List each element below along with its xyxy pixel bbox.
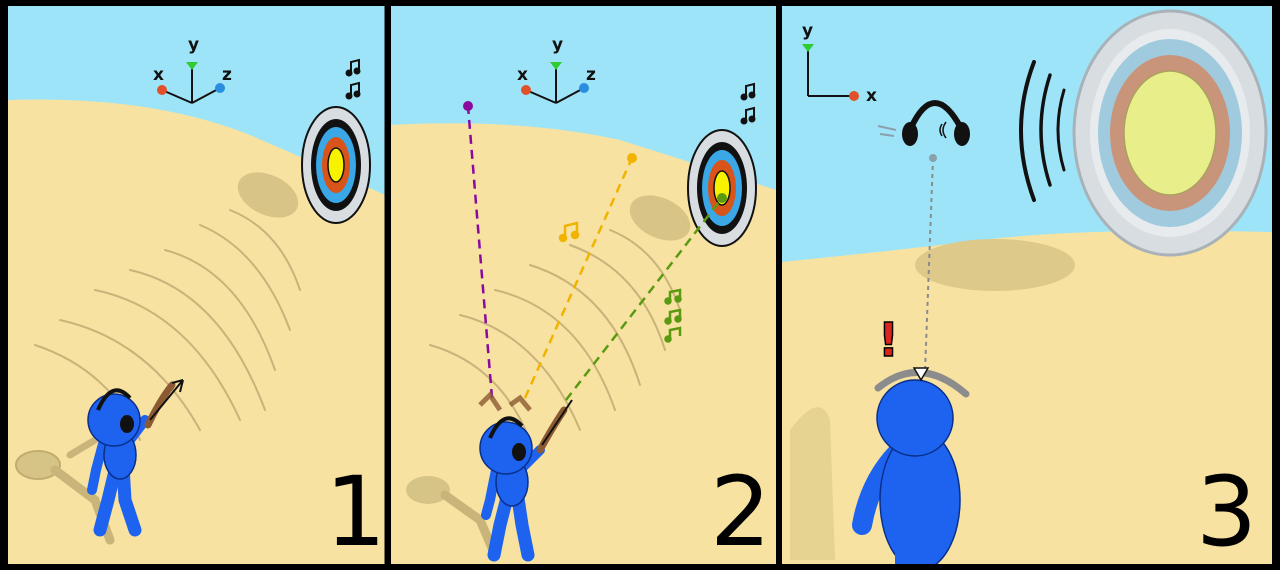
archery-target bbox=[301, 106, 371, 224]
x-axis-arrow-icon bbox=[849, 91, 859, 101]
sound-waves-icon bbox=[1019, 60, 1066, 202]
large-archery-target bbox=[1072, 9, 1268, 257]
z-axis-label: z bbox=[586, 65, 596, 85]
music-notes-yellow-icon bbox=[558, 221, 580, 243]
axes-gizmo-2d: y x bbox=[802, 21, 877, 106]
x-axis-arrow-icon bbox=[521, 85, 531, 95]
panel-2-number: 2 bbox=[710, 456, 771, 568]
headphones-icon bbox=[96, 388, 132, 411]
y-axis-arrow-icon bbox=[802, 44, 814, 52]
panel-borders bbox=[384, 0, 782, 570]
music-notes-icon bbox=[345, 58, 361, 100]
y-axis-label: y bbox=[188, 35, 199, 55]
y-axis-arrow-icon bbox=[550, 62, 562, 70]
music-notes-green-icon bbox=[664, 288, 682, 343]
trajectory-purple bbox=[466, 105, 494, 399]
target-shadow bbox=[237, 172, 299, 218]
x-axis-arrow-icon bbox=[157, 85, 167, 95]
trajectory-green bbox=[565, 197, 723, 401]
arrow bbox=[149, 379, 184, 421]
blue-figure bbox=[87, 379, 184, 537]
axes-gizmo-3d: y x z bbox=[517, 35, 596, 104]
target-shadow bbox=[629, 195, 691, 241]
x-axis-label: x bbox=[866, 86, 877, 106]
trajectory-end-purple bbox=[463, 101, 473, 111]
panel-3: y x bbox=[782, 6, 1272, 568]
panel-1: y x z 1 bbox=[8, 6, 386, 568]
blue-figure-back-view bbox=[852, 367, 970, 564]
music-notes-icon bbox=[740, 82, 756, 125]
trajectory-end-green bbox=[717, 193, 727, 203]
x-axis-label: x bbox=[153, 65, 164, 85]
panel-3-number: 3 bbox=[1196, 456, 1257, 568]
panel-1-number: 1 bbox=[325, 456, 386, 568]
dotted-link bbox=[924, 157, 934, 373]
y-axis-arrow-icon bbox=[186, 62, 198, 70]
panel-2: y x z bbox=[391, 6, 776, 568]
dune-contour-lines bbox=[34, 209, 301, 441]
dashed-trajectories bbox=[466, 105, 723, 401]
link-end bbox=[929, 154, 937, 162]
figure-shadow bbox=[790, 407, 835, 560]
trajectory-end-yellow bbox=[627, 153, 637, 163]
trajectory-yellow bbox=[523, 157, 634, 399]
x-axis-label: x bbox=[517, 65, 528, 85]
y-axis-label: y bbox=[802, 21, 813, 41]
z-axis-arrow-icon bbox=[579, 83, 589, 93]
z-axis-arrow-icon bbox=[215, 83, 225, 93]
z-axis-label: z bbox=[222, 65, 232, 85]
arrow bbox=[541, 399, 573, 446]
blue-figure bbox=[478, 391, 573, 562]
axes-gizmo-3d: y x z bbox=[153, 35, 232, 104]
y-axis-label: y bbox=[552, 35, 563, 55]
headphones-shadow bbox=[915, 239, 1075, 291]
headphones-icon bbox=[488, 416, 524, 439]
exclamation-mark: ! bbox=[878, 313, 899, 367]
arrow-nock bbox=[912, 367, 930, 382]
archery-target bbox=[687, 129, 757, 247]
bow bbox=[144, 381, 176, 429]
floating-headphones-icon bbox=[877, 100, 970, 146]
